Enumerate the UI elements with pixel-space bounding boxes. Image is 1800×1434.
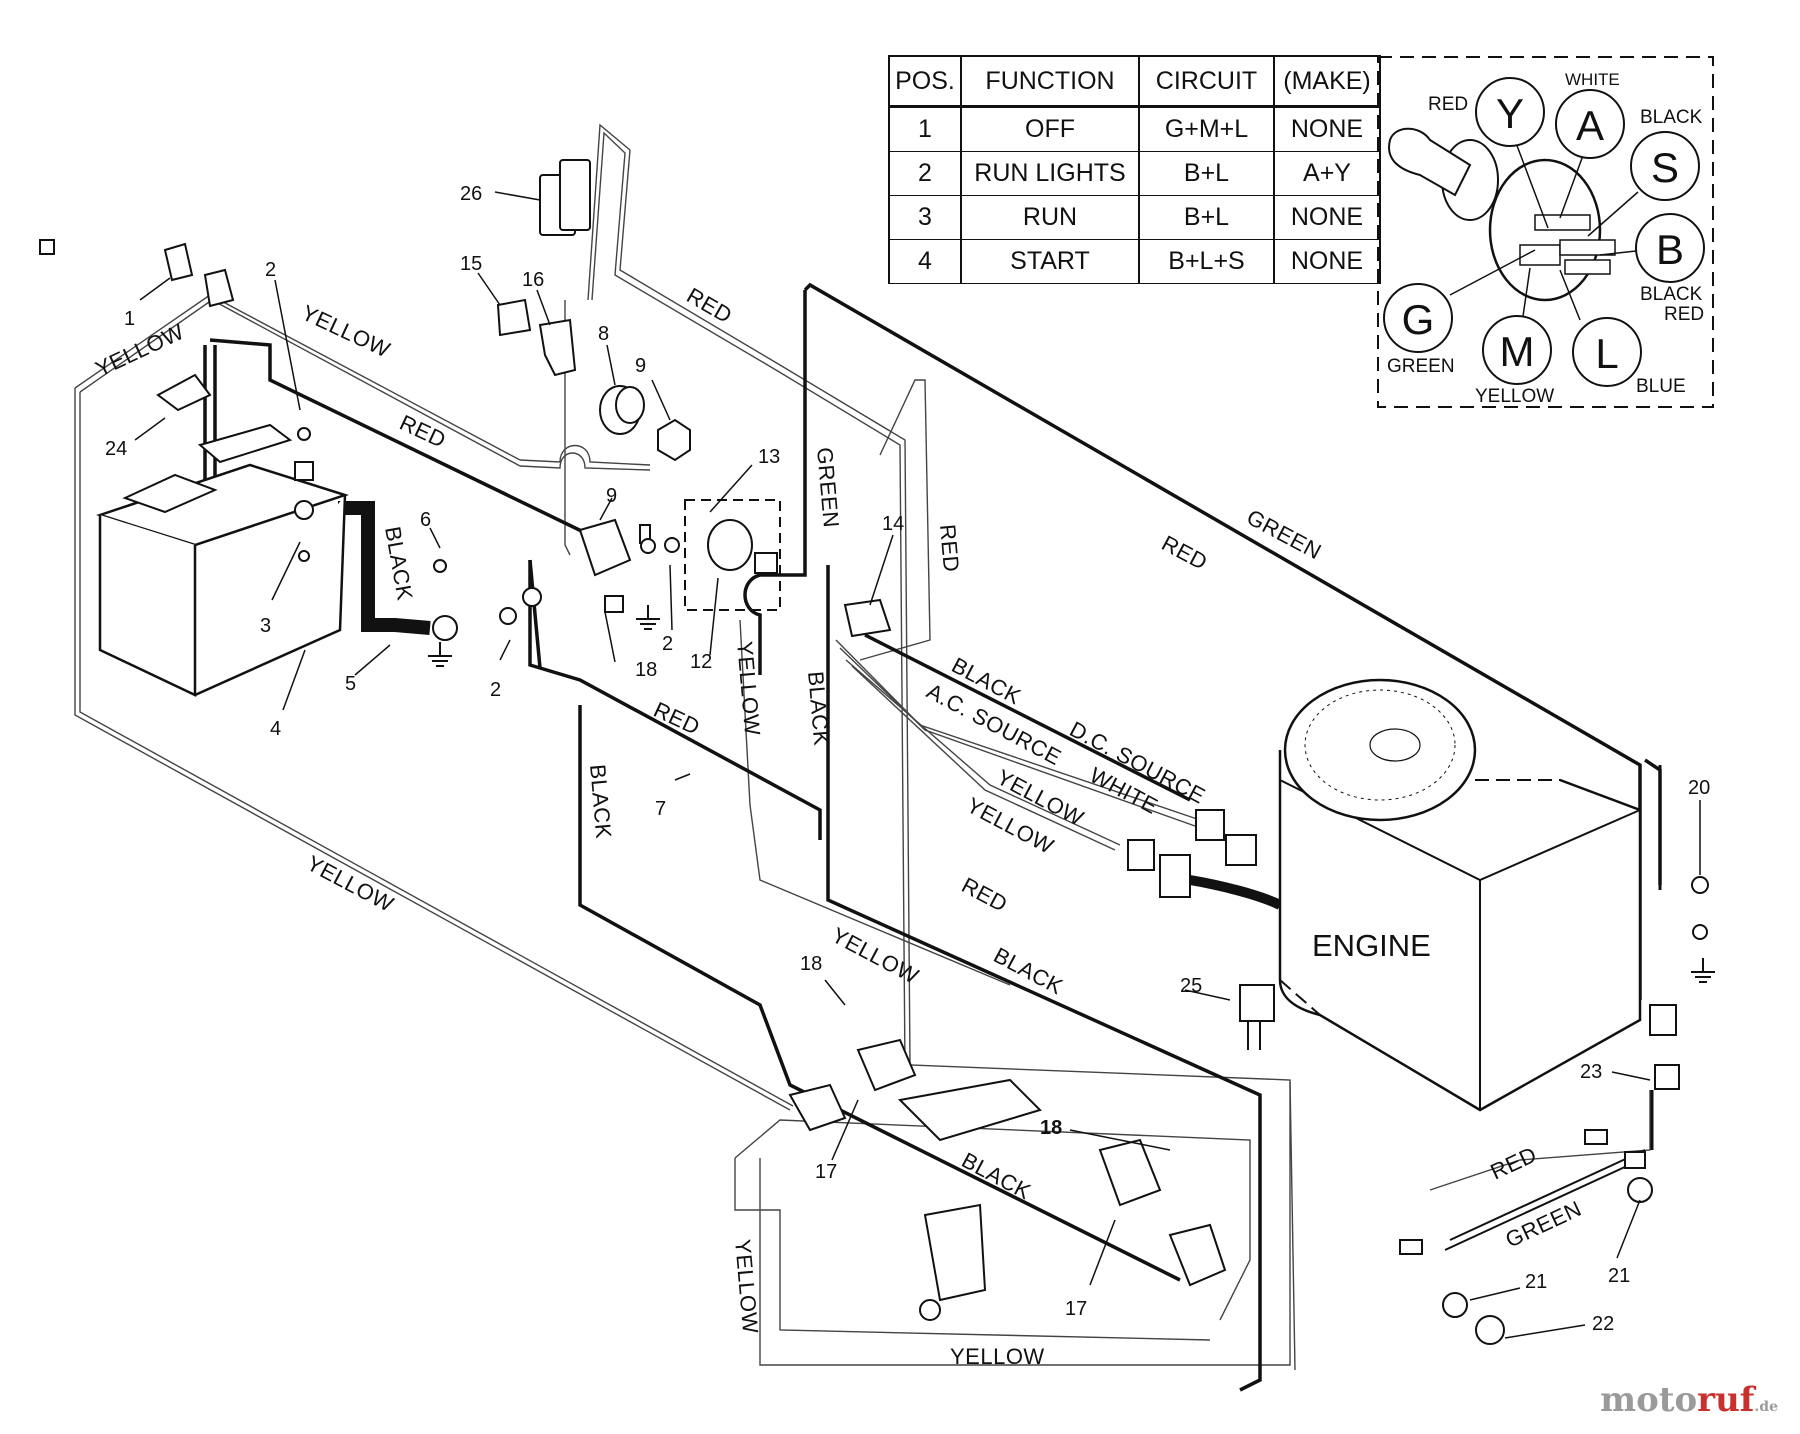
part-2a: 2 [265, 259, 276, 281]
table-row: 4 START B+L+S NONE [888, 239, 1381, 284]
terminal-l: L [1595, 330, 1618, 377]
part-24: 24 [105, 438, 127, 460]
header-pos: POS. [888, 55, 962, 108]
part-3: 3 [260, 615, 271, 637]
part-18c: 18 [1040, 1117, 1062, 1139]
table-row: 3 RUN B+L NONE [888, 195, 1381, 240]
label-black-1: BLACK [380, 525, 418, 603]
terminal-s: S [1651, 144, 1679, 191]
switch-terminal-labels: Y A S B G M L RED WHITE BLACK BLACK RED … [1387, 70, 1704, 407]
part-callouts: 1 2 24 3 4 5 6 2 7 26 15 16 8 9 9 13 14 … [105, 183, 1710, 1339]
label-yellow-6: YELLOW [303, 850, 398, 917]
part-21a: 21 [1608, 1265, 1630, 1287]
terminal-a: A [1576, 102, 1604, 149]
terminal-l-color: BLUE [1636, 376, 1686, 397]
part-13: 13 [758, 446, 780, 468]
label-red-7: RED [1487, 1142, 1541, 1185]
label-yellow-9: YELLOW [950, 1344, 1045, 1369]
watermark-logo: motoruf.de [1600, 1380, 1778, 1420]
header-make: (MAKE) [1273, 55, 1381, 108]
cell-circuit: B+L [1138, 151, 1275, 196]
terminal-b: B [1656, 226, 1684, 273]
cell-pos: 3 [888, 195, 962, 240]
cell-make: NONE [1273, 195, 1381, 240]
cell-pos: 4 [888, 239, 962, 284]
label-yellow-1: YELLOW [92, 319, 188, 382]
label-red-5: RED [1158, 530, 1212, 575]
part-18b: 18 [800, 953, 822, 975]
terminal-g: G [1402, 296, 1435, 343]
part-16: 16 [522, 269, 544, 291]
part-2c: 2 [662, 633, 673, 655]
part-14: 14 [882, 513, 904, 535]
part-26: 26 [460, 183, 482, 205]
part-4: 4 [270, 718, 281, 740]
cell-make: A+Y [1273, 151, 1381, 196]
terminal-g-color: GREEN [1387, 356, 1455, 377]
part-9: 9 [606, 485, 617, 507]
table-row: 1 OFF G+M+L NONE [888, 106, 1381, 152]
part-17a: 17 [815, 1161, 837, 1183]
label-green-1: GREEN [812, 446, 844, 529]
cell-circuit: B+L+S [1138, 239, 1275, 284]
ignition-position-table: POS. FUNCTION CIRCUIT (MAKE) 1 OFF G+M+L… [888, 55, 1381, 284]
part-15: 15 [460, 253, 482, 275]
part-22: 22 [1592, 1313, 1614, 1335]
part-5: 5 [345, 673, 356, 695]
battery-ground-cable [338, 501, 431, 635]
label-black-3: BLACK [585, 763, 616, 840]
part-1: 1 [124, 308, 135, 330]
cell-pos: 2 [888, 151, 962, 196]
cell-circuit: G+M+L [1138, 106, 1275, 152]
part-23: 23 [1580, 1061, 1602, 1083]
label-green-2: GREEN [1243, 504, 1326, 564]
part-6: 6 [420, 509, 431, 531]
label-yellow-2: YELLOW [298, 300, 394, 363]
cell-function: RUN [960, 195, 1140, 240]
terminal-y-color: RED [1428, 94, 1468, 115]
cell-pos: 1 [888, 106, 962, 152]
part-21b: 21 [1525, 1271, 1547, 1293]
terminal-a-color: WHITE [1565, 70, 1620, 89]
label-black-2: BLACK [803, 670, 834, 747]
label-red-2: RED [683, 283, 737, 329]
part-18a: 18 [635, 659, 657, 681]
cell-function: START [960, 239, 1140, 284]
part-20: 20 [1688, 777, 1710, 799]
cell-make: NONE [1273, 239, 1381, 284]
header-function: FUNCTION [960, 55, 1140, 108]
terminal-y: Y [1496, 90, 1524, 137]
part-12: 12 [690, 651, 712, 673]
terminal-m: M [1500, 328, 1535, 375]
terminal-b-color: BLACK [1640, 284, 1703, 305]
header-circuit: CIRCUIT [1138, 55, 1275, 108]
engine [1239, 678, 1642, 1112]
label-red-6: RED [958, 872, 1012, 917]
cell-function: RUN LIGHTS [960, 151, 1140, 196]
components [39, 159, 1709, 1345]
terminal-m-color: YELLOW [1475, 386, 1554, 407]
cell-circuit: B+L [1138, 195, 1275, 240]
part-7: 7 [655, 798, 666, 820]
ignition-switch-detail [1377, 56, 1714, 408]
cell-make: NONE [1273, 106, 1381, 152]
table-row: 2 RUN LIGHTS B+L A+Y [888, 151, 1381, 196]
label-red-3: RED [935, 523, 964, 573]
black-wire-harness [203, 282, 1662, 1392]
part-17b: 17 [1065, 1298, 1087, 1320]
engine-cable [1189, 875, 1283, 910]
terminal-s-color: BLACK [1640, 107, 1703, 128]
battery [95, 373, 350, 697]
part-8: 8 [598, 323, 609, 345]
part-10: 9 [635, 355, 646, 377]
thin-wire-harness [74, 123, 1651, 1371]
label-yellow-8: YELLOW [730, 1238, 763, 1335]
engine-label: ENGINE [1312, 928, 1431, 963]
part-25: 25 [1180, 975, 1202, 997]
cell-function: OFF [960, 106, 1140, 152]
terminal-b-color2: RED [1664, 304, 1704, 325]
table-header-row: POS. FUNCTION CIRCUIT (MAKE) [888, 55, 1381, 108]
part-2b: 2 [490, 679, 501, 701]
